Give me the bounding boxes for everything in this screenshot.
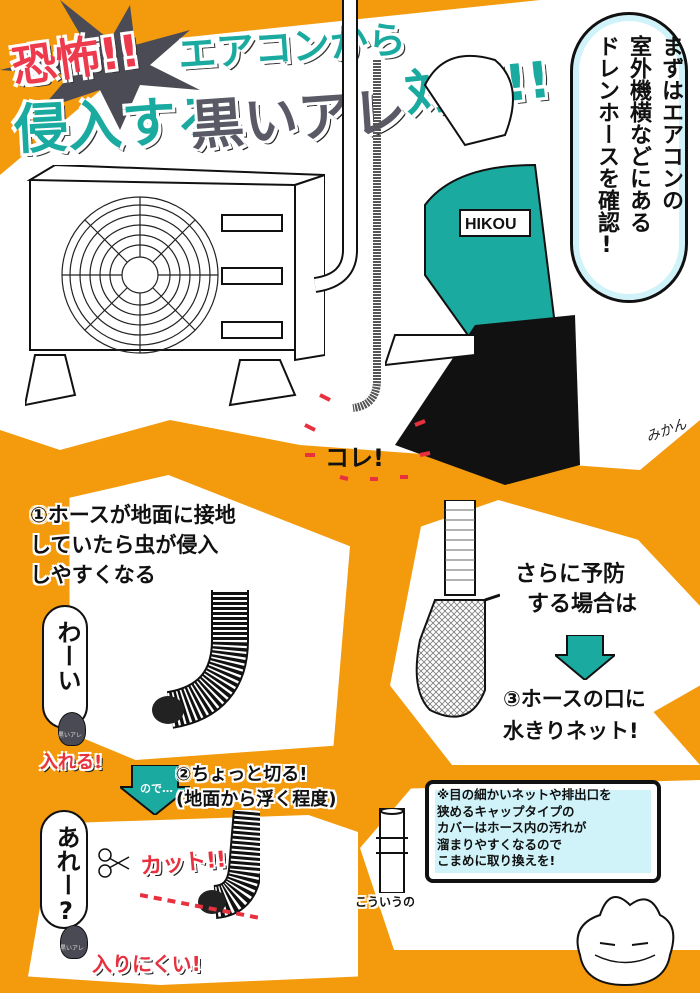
step3-caption: ③ホースの口に 水きりネット! xyxy=(503,683,646,747)
speech-column-2: 室外機横などにある xyxy=(626,35,651,233)
aircon-pipe xyxy=(313,0,381,412)
sfx-hard-to-enter: 入りにくい! xyxy=(92,952,201,976)
character-crouching: HIKOU xyxy=(385,54,580,485)
step1-caption: ①ホースが地面に接地 していたら虫が侵入 しやすくなる xyxy=(30,500,236,590)
step2-line-1: ②ちょっと切る! xyxy=(176,764,308,785)
speech-column-1: まずはエアコンの xyxy=(658,35,683,211)
note-text: ※目の細かいネットや排出口を 狭めるキャップタイプの カバーはホース内の汚れが … xyxy=(437,787,612,870)
cap-label: こういうの xyxy=(355,895,416,909)
note-line-1: ※目の細かいネットや排出口を xyxy=(437,787,612,802)
speech-column-3: ドレンホースを確認! xyxy=(594,35,619,258)
note-box xyxy=(425,780,661,883)
speech-bubble-are xyxy=(40,810,88,929)
speech-text-are: あれー? xyxy=(52,825,80,925)
black-bug-character xyxy=(58,712,86,746)
step2-caption: ②ちょっと切る! (地面から浮く程度) xyxy=(176,762,336,812)
shirt-text: HIKOU xyxy=(465,216,517,233)
speech-bubble-check-hose xyxy=(570,12,688,303)
emphasis-marks xyxy=(304,393,431,481)
cut-line xyxy=(140,893,260,920)
chibi-character-face xyxy=(576,896,675,987)
step1-line-3: しやすくなる xyxy=(30,563,156,587)
down-arrow-so xyxy=(120,765,190,815)
note-line-5: こまめに取り換えを! xyxy=(437,853,556,868)
pointer-label-kore: コレ! xyxy=(325,444,384,472)
note-line-3: カバーはホース内の汚れが xyxy=(437,820,587,835)
step1-line-1: ①ホースが地面に接地 xyxy=(30,503,236,527)
hose-on-ground xyxy=(152,590,249,729)
speech-text-waai: わーい xyxy=(53,620,81,692)
step2-line-2: (地面から浮く程度) xyxy=(176,789,337,810)
bug-label-2: 黒いアレ xyxy=(60,945,85,952)
down-arrow-step3 xyxy=(555,635,615,680)
scissors-icon xyxy=(98,848,130,878)
step3-line-2: 水きりネット! xyxy=(503,719,639,743)
starburst-decoration xyxy=(0,0,200,130)
aircon-outdoor-unit xyxy=(25,165,325,407)
prevention-heading-line-2: する場合は xyxy=(527,592,638,617)
step1-line-2: していたら虫が侵入 xyxy=(30,533,219,557)
hose-cut xyxy=(198,810,260,919)
step3-line-1: ③ホースの口に xyxy=(503,687,646,711)
speech-text-check-hose: まずはエアコンの 室外機横などにある ドレンホースを確認! xyxy=(590,35,686,285)
note-line-2: 狭めるキャップタイプの xyxy=(437,803,575,819)
prevention-heading-line-1: さらに予防 xyxy=(515,562,626,587)
hose-with-net xyxy=(415,500,500,718)
bug-label: 黒いアレ xyxy=(58,732,83,739)
black-bug-character-2 xyxy=(60,925,88,959)
arrow-label-so: ので… xyxy=(140,782,173,795)
prevention-heading: さらに予防 する場合は xyxy=(515,560,637,620)
sfx-enter: 入れる! xyxy=(40,752,103,773)
hose-cap-illustration xyxy=(376,808,408,893)
note-line-4: 溜まりやすくなるので xyxy=(437,836,563,852)
